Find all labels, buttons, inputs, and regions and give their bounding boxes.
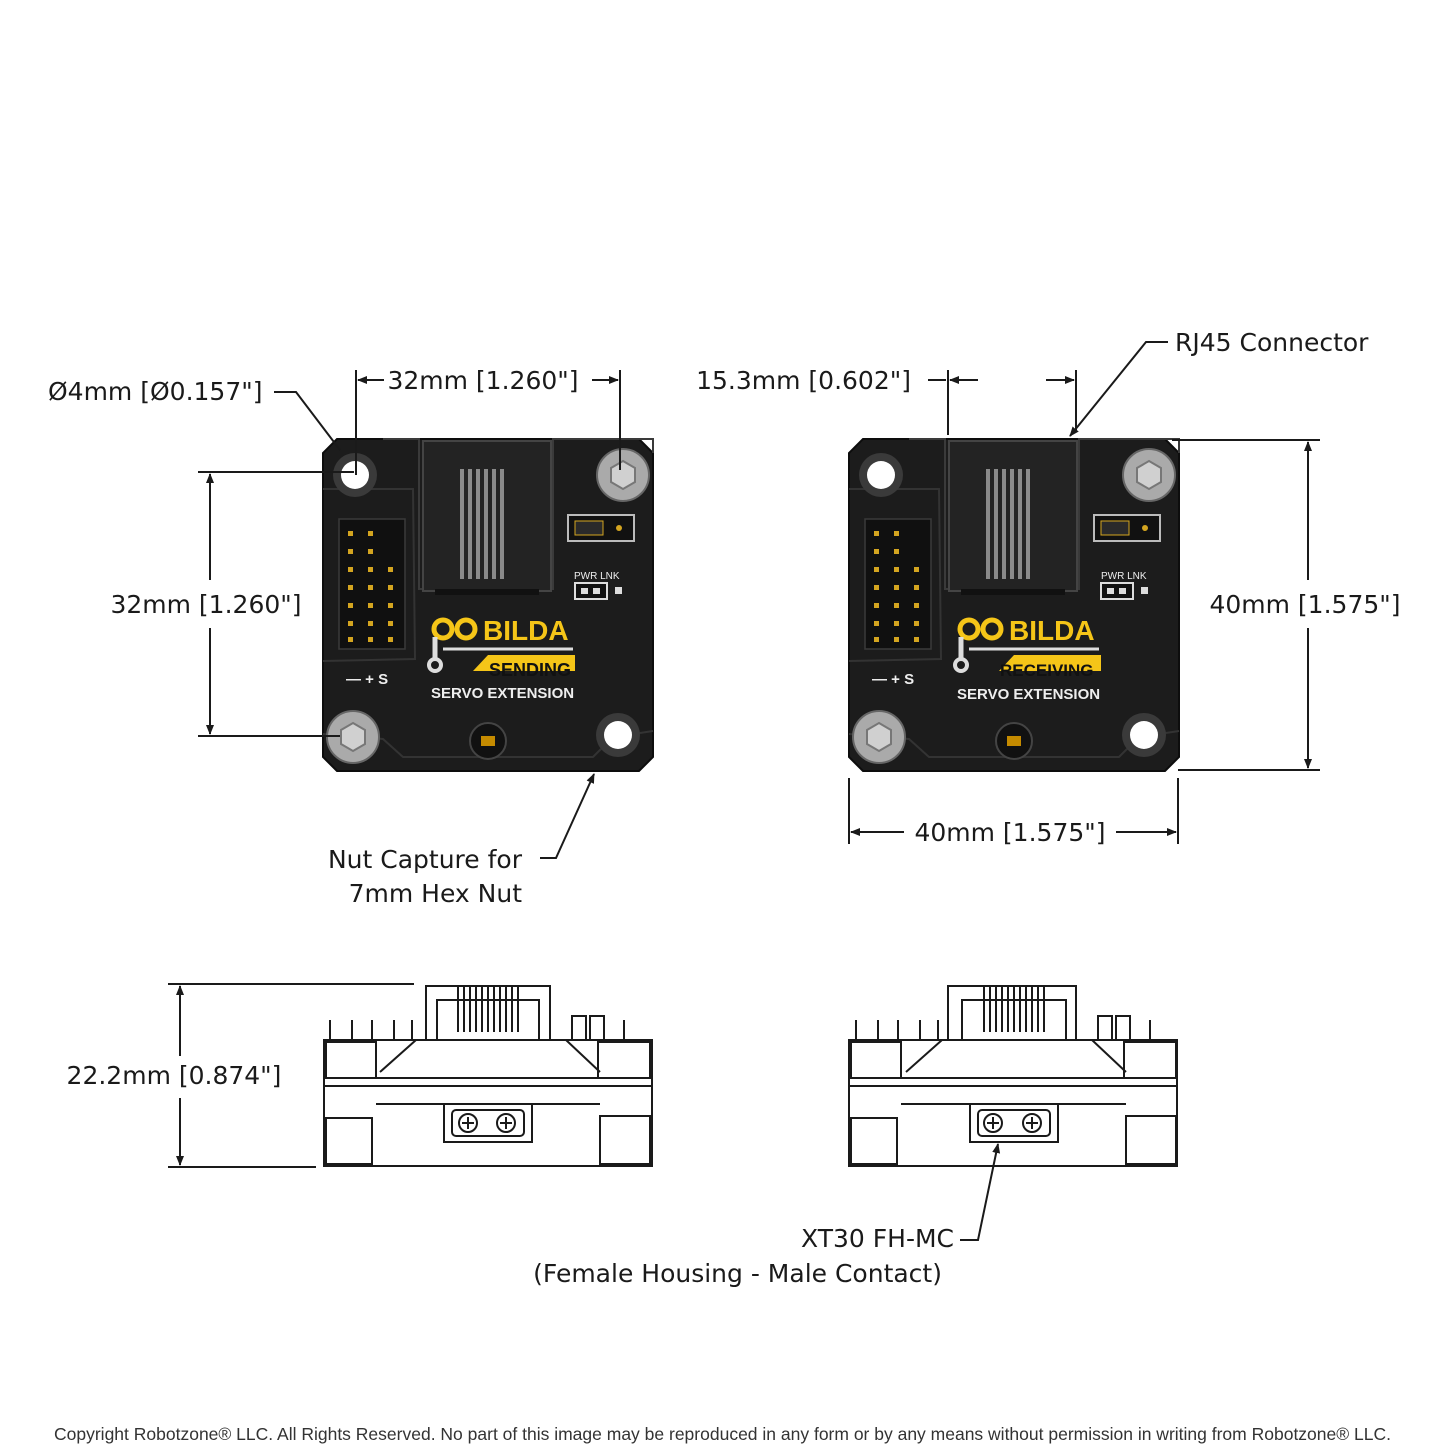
dim-hole-spacing-top <box>355 370 621 475</box>
dim-width-bottom-label: 40mm [1.575"] <box>914 818 1105 847</box>
dim-hole-spacing-side-label: 32mm [1.260"] <box>110 590 301 619</box>
mode-label-receiving: RECEIVING <box>1000 661 1094 680</box>
product-label-right: SERVO EXTENSION <box>957 686 1100 703</box>
pin-label-right: — + S <box>872 671 914 688</box>
dim-hole-spacing-side <box>198 471 354 737</box>
copyright-notice: Copyright Robotzone® LLC. All Rights Res… <box>54 1424 1391 1444</box>
rj45-callout-label: RJ45 Connector <box>1175 328 1369 357</box>
dim-rj45-width <box>928 370 1077 435</box>
mode-label-sending: SENDING <box>489 660 571 680</box>
product-label-left: SERVO EXTENSION <box>431 685 574 702</box>
brand-label-left: BILDA <box>483 615 569 646</box>
xt30-label-line1: XT30 FH-MC <box>801 1224 954 1253</box>
led-label-left: PWR LNK <box>574 571 620 582</box>
led-label-right: PWR LNK <box>1101 571 1147 582</box>
dim-thickness <box>168 983 414 1168</box>
rj45-leader <box>1069 341 1168 437</box>
dim-thickness-label: 22.2mm [0.874"] <box>67 1061 282 1090</box>
side-view-right <box>848 985 1178 1167</box>
xt30-label-line2: (Female Housing - Male Contact) <box>533 1259 942 1288</box>
xt30-leader <box>960 1143 1001 1241</box>
dim-rj45-width-label: 15.3mm [0.602"] <box>696 366 911 395</box>
dim-width-bottom <box>848 778 1179 844</box>
brand-label-right: BILDA <box>1009 615 1095 646</box>
pin-label-left: — + S <box>346 671 388 688</box>
dim-hole-diameter-label: Ø4mm [Ø0.157"] <box>48 377 263 406</box>
dim-height-right-label: 40mm [1.575"] <box>1209 590 1400 619</box>
dim-hole-spacing-top-label: 32mm [1.260"] <box>387 366 578 395</box>
dim-height-right <box>1172 439 1320 771</box>
side-view-left <box>323 985 653 1167</box>
nut-capture-label-line2: 7mm Hex Nut <box>349 879 523 908</box>
nut-capture-leader <box>540 773 595 859</box>
dim-hole-diameter-leader <box>274 391 341 451</box>
nut-capture-label-line1: Nut Capture for <box>328 845 523 874</box>
